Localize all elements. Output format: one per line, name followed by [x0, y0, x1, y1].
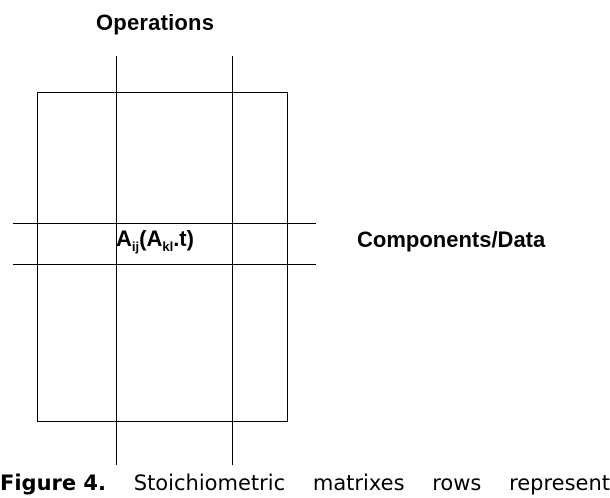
figure-caption: Figure 4. Stoichiometric matrixes rows r… — [0, 468, 610, 498]
formula-subscript-ij: ij — [131, 239, 140, 254]
formula-open: (A — [139, 226, 163, 251]
formula-a: A — [116, 226, 132, 251]
caption-word-3: rows — [432, 471, 482, 495]
caption-word-2: matrixes — [312, 471, 405, 495]
figure-number: Figure 4. — [0, 471, 107, 495]
caption-word-1: Stoichiometric — [133, 471, 286, 495]
caption-word-4: represent — [509, 471, 610, 495]
formula-close: .t) — [173, 226, 194, 251]
components-data-label: Components/Data — [357, 227, 546, 252]
matrix-element-formula: Aij(Akl.t) — [116, 226, 194, 254]
matrix-outline — [37, 92, 288, 422]
operations-label: Operations — [96, 10, 215, 35]
formula-subscript-kl: kl — [162, 239, 174, 254]
